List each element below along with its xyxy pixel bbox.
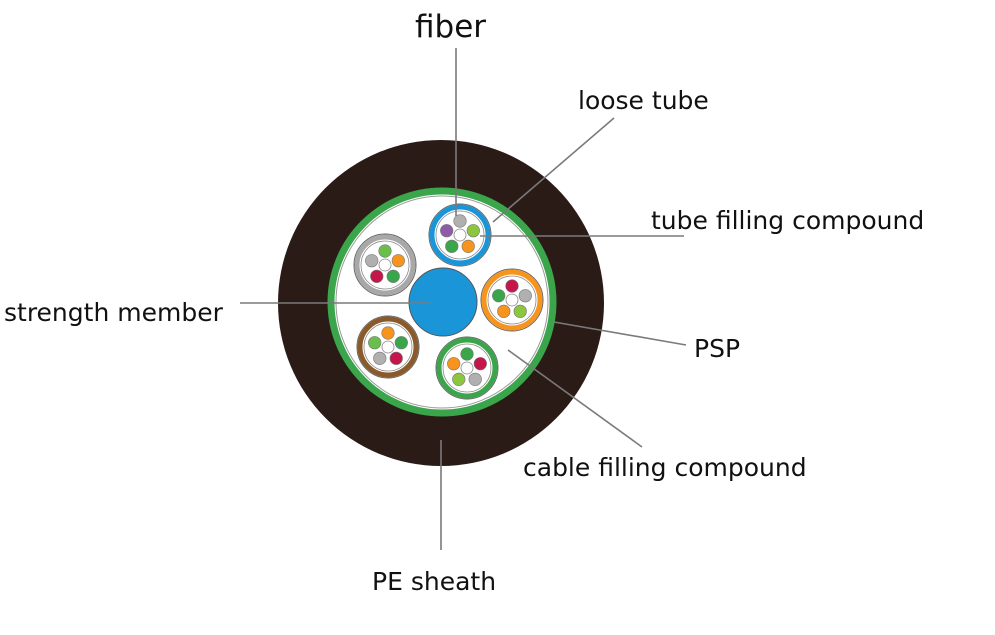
fiber bbox=[365, 254, 379, 268]
fiber bbox=[389, 351, 403, 365]
loose-tube-leader bbox=[492, 117, 615, 223]
fiber bbox=[518, 289, 532, 303]
loose-tube-blue bbox=[428, 203, 492, 267]
fiber bbox=[466, 224, 480, 238]
fiber bbox=[445, 239, 459, 253]
fiber bbox=[497, 304, 511, 318]
fiber bbox=[373, 351, 387, 365]
fiber bbox=[492, 289, 506, 303]
label-cable-filling-compound: cable filling compound bbox=[523, 453, 807, 482]
center-fiber bbox=[505, 293, 519, 307]
fiber bbox=[453, 214, 467, 228]
fiber bbox=[505, 279, 519, 293]
fiber bbox=[440, 224, 454, 238]
fiber bbox=[381, 326, 395, 340]
fiber bbox=[370, 269, 384, 283]
loose-tube-green bbox=[435, 336, 499, 400]
label-fiber: fiber bbox=[415, 9, 487, 45]
center-fiber bbox=[381, 340, 395, 354]
psp-inner-edge bbox=[335, 195, 549, 409]
loose-tube-orange bbox=[480, 268, 544, 332]
fiber bbox=[468, 372, 482, 386]
psp-leader bbox=[553, 321, 687, 346]
fiber bbox=[461, 239, 475, 253]
label-pe-sheath: PE sheath bbox=[372, 567, 497, 596]
fiber bbox=[513, 304, 527, 318]
label-strength-member: strength member bbox=[4, 298, 223, 327]
fiber bbox=[447, 357, 461, 371]
center-fiber bbox=[378, 258, 392, 272]
leader-lines bbox=[240, 48, 687, 550]
fiber bbox=[368, 336, 382, 350]
loose-tube-gray bbox=[353, 233, 417, 297]
fiber bbox=[460, 347, 474, 361]
label-psp: PSP bbox=[694, 334, 741, 363]
label-loose-tube: loose tube bbox=[578, 86, 709, 115]
center-fiber bbox=[453, 228, 467, 242]
fiber bbox=[394, 336, 408, 350]
fiber bbox=[386, 269, 400, 283]
cable-filling-leader bbox=[507, 349, 643, 448]
center-fiber bbox=[460, 361, 474, 375]
label-tube-filling-compound: tube filling compound bbox=[651, 206, 925, 235]
fiber bbox=[473, 357, 487, 371]
fiber bbox=[378, 244, 392, 258]
loose-tube-brown bbox=[356, 315, 420, 379]
strength-member bbox=[408, 267, 478, 337]
fiber bbox=[452, 372, 466, 386]
fiber bbox=[391, 254, 405, 268]
